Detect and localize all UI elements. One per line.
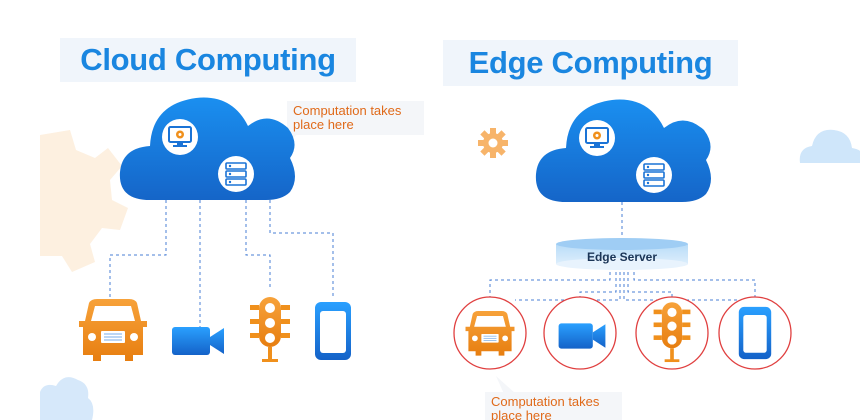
cloud-callout-text: Computation takes place here (293, 103, 402, 132)
traffic-light-icon (250, 297, 290, 362)
cloud-computing-cloud (119, 97, 295, 200)
edge-connectors (489, 272, 756, 301)
cloud-callout: Computation takes place here (287, 101, 424, 135)
traffic-light-icon (653, 302, 691, 363)
phone-icon (738, 306, 772, 360)
server-icon (218, 156, 254, 192)
edge-computing-title-box: Edge Computing (443, 40, 738, 86)
camera-icon (172, 327, 224, 355)
gear-icon (40, 130, 128, 272)
car-icon (79, 299, 147, 361)
phone-icon (315, 302, 351, 360)
edge-callout: Computation takes place here (485, 392, 622, 420)
monitor-gear-icon (579, 120, 615, 156)
edge-computing-cloud (535, 99, 711, 202)
edge-callout-text: Computation takes place here (491, 394, 600, 420)
edge-server-label: Edge Server (587, 250, 657, 264)
monitor-gear-icon (162, 119, 198, 155)
server-icon (636, 157, 672, 193)
camera-icon (558, 323, 606, 349)
cloud-computing-title: Cloud Computing (80, 42, 336, 77)
cloud-icon (799, 129, 860, 163)
edge-computing-title: Edge Computing (468, 45, 713, 80)
car-icon (465, 310, 515, 356)
edge-callout-pointer (496, 376, 516, 394)
cloud-connectors (109, 200, 334, 331)
cloud-computing-title-box: Cloud Computing (60, 38, 356, 82)
cloud-icon (40, 377, 94, 420)
edge-server (556, 238, 688, 270)
gear-icon (478, 128, 508, 158)
